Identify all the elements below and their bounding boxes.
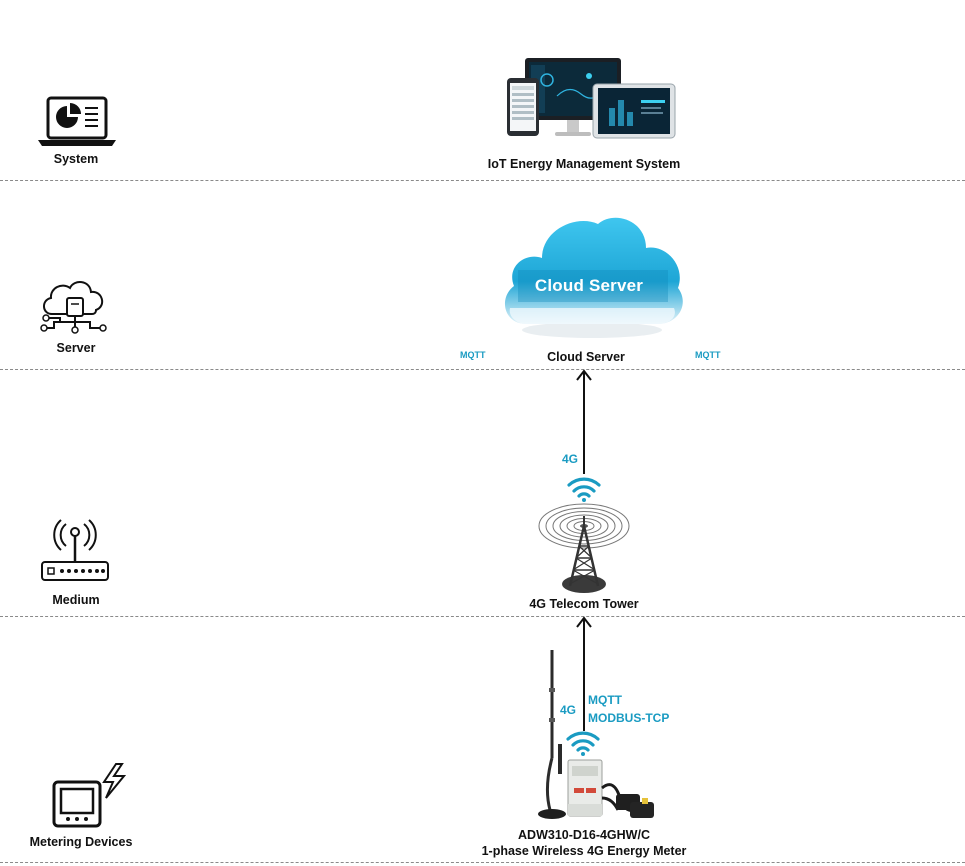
- protocol-label-4g-lower: 4G: [560, 703, 577, 717]
- layer-divider: [0, 862, 965, 863]
- arrow-meter-to-tower: [576, 616, 592, 731]
- meter-description-label: 1-phase Wireless 4G Energy Meter: [481, 844, 687, 858]
- protocol-label-mqtt-left: MQTT: [460, 350, 486, 360]
- tower-node-label: 4G Telecom Tower: [529, 597, 639, 611]
- telecom-tower-icon: [538, 503, 630, 593]
- cloud-inner-label: Cloud Server: [534, 276, 644, 295]
- cloud-node-label: Cloud Server: [547, 350, 625, 364]
- protocol-label-4g-upper: 4G: [562, 452, 579, 466]
- meter-lightning-icon: [52, 763, 127, 828]
- layer-label-medium: Medium: [52, 593, 100, 607]
- layer-divider: [0, 616, 965, 617]
- system-node-label: IoT Energy Management System: [487, 157, 681, 171]
- energy-meter-device-image: [538, 650, 654, 819]
- protocol-label-mqtt-lower: MQTT: [588, 693, 622, 707]
- layer-label-system: System: [53, 152, 99, 166]
- cloud-server-icon: [504, 217, 683, 338]
- layer-label-server: Server: [56, 341, 96, 355]
- protocol-label-modbus-tcp: MODBUS-TCP: [588, 711, 670, 725]
- wifi-icon: [567, 477, 601, 502]
- layer-divider: [0, 180, 965, 181]
- energy-management-devices-image: [507, 58, 676, 139]
- arrow-tower-to-cloud: [576, 369, 592, 474]
- wifi-icon: [566, 731, 600, 756]
- layer-divider: [0, 369, 965, 370]
- cloud-network-icon: [40, 281, 107, 334]
- protocol-label-mqtt-right: MQTT: [695, 350, 721, 360]
- meter-model-label: ADW310-D16-4GHW/C: [518, 828, 650, 842]
- layer-label-metering-devices: Metering Devices: [29, 835, 133, 849]
- laptop-chart-icon: [38, 96, 116, 146]
- router-icon: [41, 519, 109, 581]
